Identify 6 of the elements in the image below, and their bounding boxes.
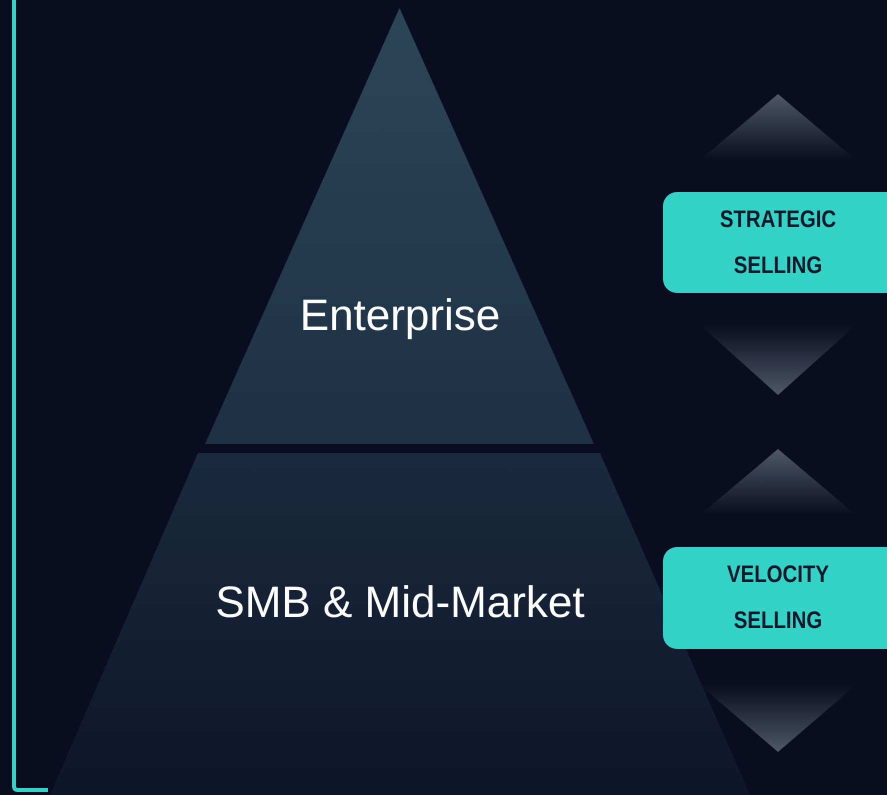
badge-label: VELOCITY SELLING bbox=[726, 560, 830, 636]
strategy-badge bbox=[663, 547, 887, 649]
badge-label: STRATEGIC SELLING bbox=[718, 204, 838, 280]
strategy-badge bbox=[663, 192, 887, 293]
segment-label: SMB & Mid-Market bbox=[214, 577, 586, 629]
segment-label: Enterprise bbox=[298, 290, 502, 342]
